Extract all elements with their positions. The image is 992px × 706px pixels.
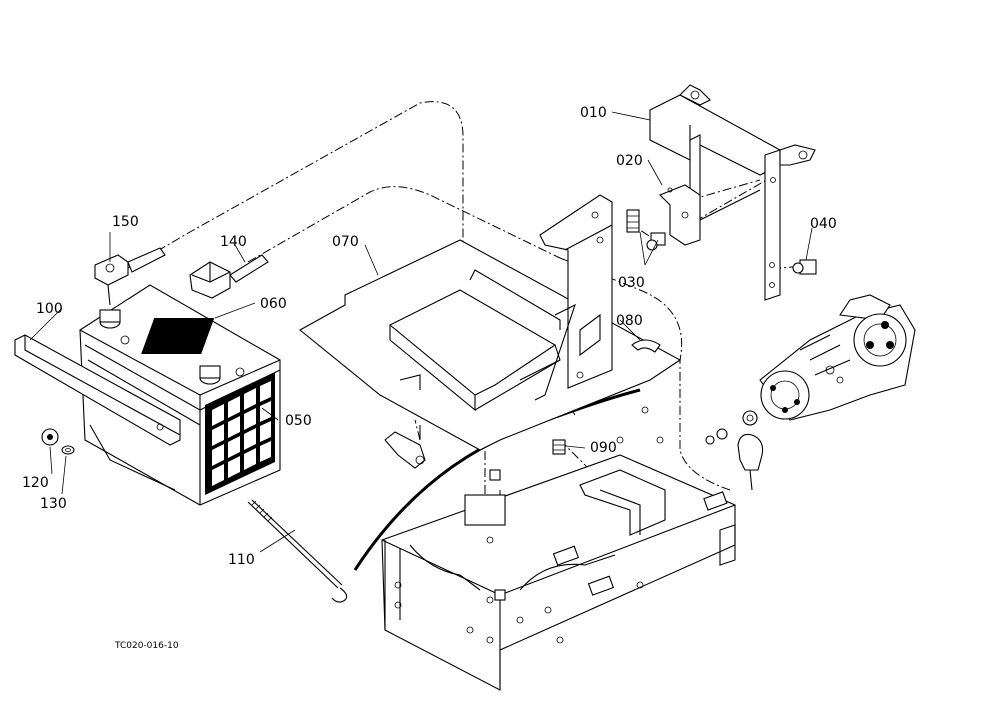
label-060: 060 <box>260 296 287 312</box>
nut <box>41 428 59 446</box>
bolts-030 <box>626 209 666 251</box>
negative-cable <box>94 247 166 306</box>
battery-tray <box>299 194 682 451</box>
label-130: 130 <box>40 496 67 512</box>
hook-bolt <box>247 499 348 603</box>
label-030: 030 <box>618 275 645 291</box>
battery <box>79 284 281 506</box>
battery-grid <box>205 372 275 495</box>
bolt-090 <box>552 439 566 455</box>
label-040: 040 <box>810 216 837 232</box>
leader-lines <box>29 111 813 553</box>
label-150: 150 <box>112 214 139 230</box>
label-120: 120 <box>22 475 49 491</box>
drawing-code: TC020-016-10 <box>114 641 179 651</box>
ground-connector <box>384 425 426 469</box>
label-070: 070 <box>332 234 359 250</box>
clip <box>631 339 661 353</box>
washer <box>61 445 75 455</box>
label-110: 110 <box>228 552 255 568</box>
label-100: 100 <box>36 301 63 317</box>
bracket <box>649 84 816 301</box>
starter-cable <box>705 410 764 491</box>
starter-motor <box>759 294 916 421</box>
terminal-cover <box>189 261 231 299</box>
label-080: 080 <box>616 313 643 329</box>
frame-chassis <box>381 406 736 691</box>
bolt-040 <box>792 259 817 275</box>
battery-clamp <box>14 334 181 446</box>
label-010: 010 <box>580 105 607 121</box>
label-090: 090 <box>590 440 617 456</box>
part-labels: 010 020 030 040 050 060 070 080 090 100 … <box>22 105 837 651</box>
label-050: 050 <box>285 413 312 429</box>
label-020: 020 <box>616 153 643 169</box>
label-140: 140 <box>220 234 247 250</box>
plate <box>659 184 701 246</box>
positive-cable <box>229 254 269 283</box>
